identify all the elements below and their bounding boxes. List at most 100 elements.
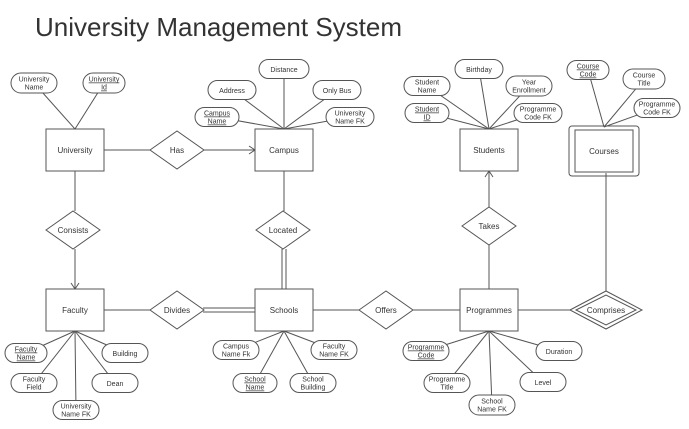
relationship-takes[interactable]: Takes — [461, 206, 517, 246]
entity-university[interactable]: University — [45, 128, 105, 172]
entity-label: Faculty — [62, 306, 88, 315]
attribute-label: Name FK — [335, 119, 365, 126]
diagram-title: University Management System — [35, 12, 403, 42]
attribute-label: University — [335, 111, 366, 118]
relationship-consists[interactable]: Consists — [45, 210, 101, 250]
attribute-label: Level — [535, 380, 552, 387]
attribute-label: Field — [26, 385, 41, 392]
attribute-label: Building — [301, 385, 326, 392]
entity-campus[interactable]: Campus — [254, 128, 314, 172]
attribute-building[interactable]: Building — [101, 343, 149, 363]
attribute-label: ID — [424, 115, 431, 122]
attribute-label: Name — [17, 355, 36, 362]
attribute-label: Campus — [223, 344, 250, 351]
mark-students-many-b — [488, 170, 494, 178]
relationship-label: Has — [170, 146, 184, 155]
attribute-label: School — [302, 377, 324, 384]
attribute-level[interactable]: Level — [519, 372, 567, 392]
relationship-label: Comprises — [587, 306, 625, 315]
attribute-label: University — [61, 404, 92, 411]
attribute-address[interactable]: Address — [207, 80, 257, 100]
entity-courses[interactable]: Courses — [568, 125, 640, 177]
attribute-label: Dean — [107, 381, 124, 388]
attribute-dean[interactable]: Dean — [91, 373, 139, 393]
attribute-label: Address — [219, 88, 245, 95]
attribute-label: Code FK — [643, 110, 671, 117]
attribute-duration[interactable]: Duration — [535, 341, 583, 361]
entity-label: Programmes — [466, 306, 512, 315]
entity-label: University — [57, 146, 92, 155]
entity-students[interactable]: Students — [459, 128, 519, 172]
entity-schools[interactable]: Schools — [254, 288, 314, 332]
attribute-label: Student — [415, 107, 439, 114]
relationship-label: Located — [269, 226, 297, 235]
attribute-label: Name FK — [319, 352, 349, 359]
attribute-label: Name FK — [61, 412, 91, 419]
attribute-label: Code FK — [524, 115, 552, 122]
entity-label: Schools — [270, 306, 298, 315]
attribute-label: Course — [577, 64, 600, 71]
attribute-label: Duration — [546, 349, 573, 356]
attribute-label: University — [89, 77, 120, 84]
attribute-label: University — [19, 77, 50, 84]
attribute-distance[interactable]: Distance — [258, 59, 310, 79]
attribute-birthday[interactable]: Birthday — [454, 59, 504, 79]
attribute-label: Year — [522, 80, 537, 87]
relationship-label: Takes — [479, 222, 500, 231]
mark-campus-many-b — [248, 149, 256, 155]
attribute-label: Id — [101, 85, 107, 92]
connector-attr-faculty-university-name-fk — [74, 330, 77, 411]
attribute-label: Campus — [204, 111, 231, 118]
attribute-label: Programme — [429, 377, 466, 384]
attribute-label: Programme — [639, 102, 676, 109]
mark-campus-many-a — [248, 145, 256, 151]
relationship-located[interactable]: Located — [255, 210, 311, 250]
relationship-label: Divides — [164, 306, 190, 315]
attribute-label: Programme — [408, 345, 445, 352]
relationship-label: Consists — [58, 226, 89, 235]
attribute-label: Code — [418, 353, 435, 360]
attribute-only-bus[interactable]: Only Bus — [312, 80, 362, 100]
attribute-label: School — [481, 399, 503, 406]
attribute-label: Only Bus — [323, 88, 352, 95]
relationship-comprises[interactable]: Comprises — [568, 290, 644, 330]
entity-faculty[interactable]: Faculty — [45, 288, 105, 332]
attribute-label: Student — [415, 80, 439, 87]
entity-programmes[interactable]: Programmes — [459, 288, 519, 332]
attribute-label: Name — [246, 385, 265, 392]
relationship-offers[interactable]: Offers — [358, 290, 414, 330]
attribute-label: Enrollment — [512, 88, 546, 95]
entity-label: Students — [473, 146, 505, 155]
mark-faculty-many-b — [74, 282, 80, 290]
attribute-label: Faculty — [15, 347, 38, 354]
relationship-has[interactable]: Has — [149, 130, 205, 170]
attribute-label: Name Fk — [222, 352, 251, 359]
attribute-label: Name — [25, 85, 44, 92]
relationship-divides[interactable]: Divides — [149, 290, 205, 330]
attribute-label: Faculty — [23, 377, 46, 384]
attribute-label: Birthday — [466, 67, 492, 74]
attribute-label: Programme — [520, 107, 557, 114]
attribute-label: Course — [633, 73, 656, 80]
